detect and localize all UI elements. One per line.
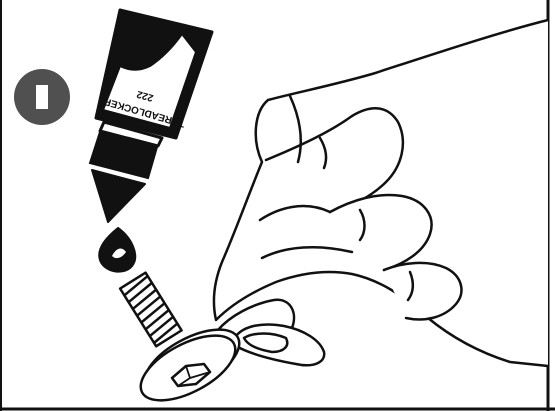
hand-icon bbox=[214, 20, 548, 366]
threadlocker-tube-icon: THREADLOCKER 222 bbox=[90, 10, 212, 222]
step-badge: 1 bbox=[14, 69, 70, 125]
tube-nozzle bbox=[92, 170, 145, 222]
bolt-thread bbox=[120, 273, 181, 347]
adhesive-drop-icon bbox=[99, 228, 135, 272]
